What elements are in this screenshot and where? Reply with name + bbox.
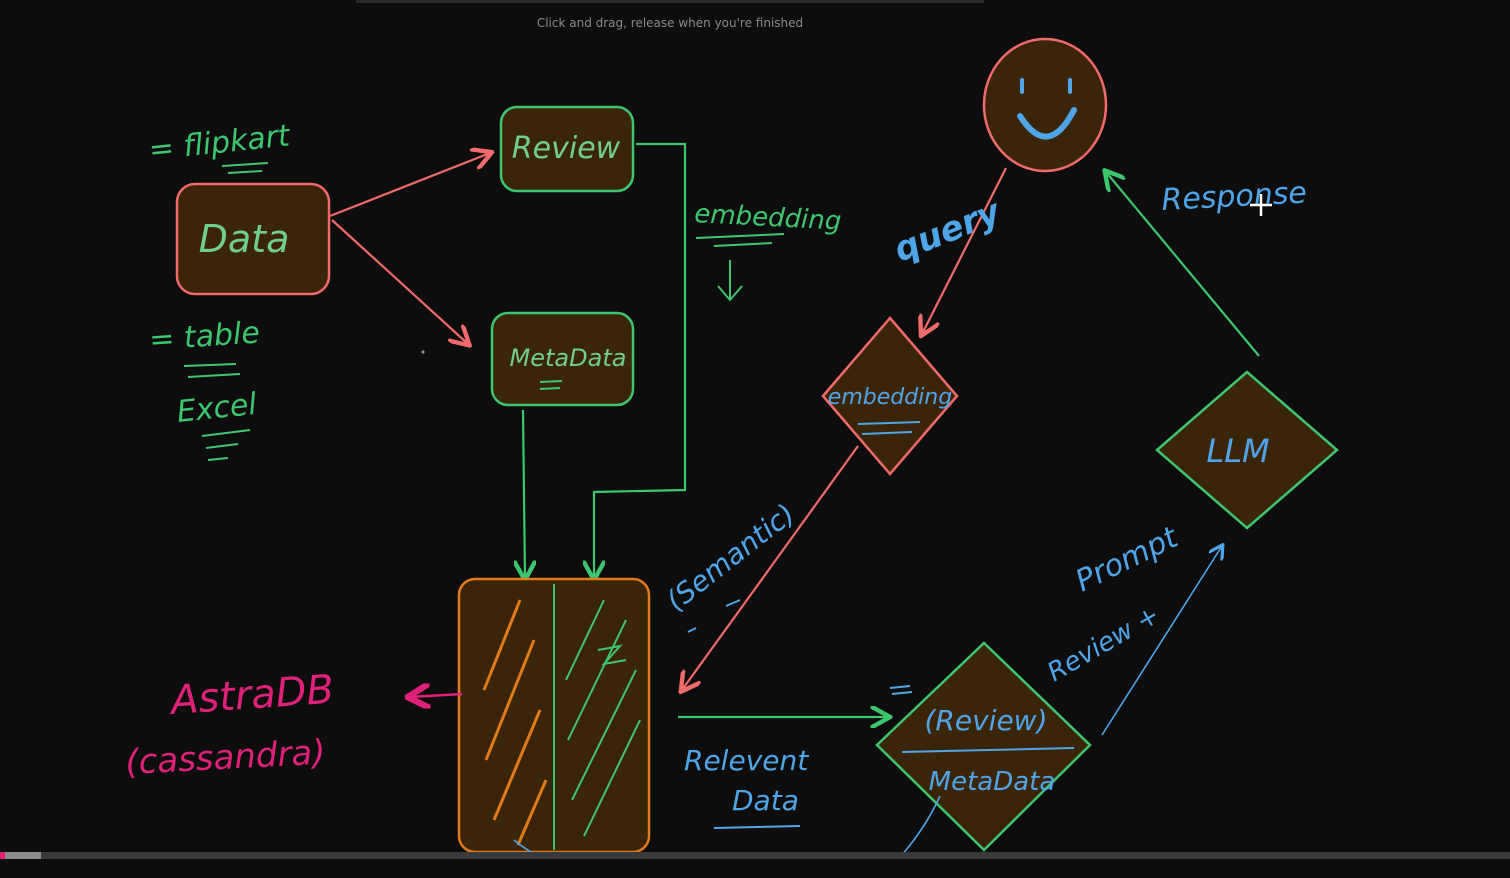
embedding-down-arrow: [717, 260, 743, 302]
review-plus-label: Review +: [1043, 600, 1165, 688]
review-node-label: Review: [512, 131, 621, 166]
table-underline: [183, 363, 241, 378]
arrow-embedding-to-db: [682, 445, 859, 690]
vector-db-left-hatching: [482, 599, 548, 846]
flipkart-note: = flipkart: [147, 118, 292, 168]
response-label: Response: [1161, 175, 1308, 218]
embedding-note-underline: [695, 233, 785, 247]
review-metadata-node[interactable]: (Review) MetaData: [875, 641, 1092, 852]
llm-node[interactable]: LLM: [1155, 370, 1339, 530]
astradb-label: AstraDB: [166, 667, 335, 724]
crosshair-cursor-icon: [1250, 194, 1272, 216]
arrow-db-to-astra: [410, 694, 463, 697]
embedding-node[interactable]: embedding: [821, 316, 959, 476]
vector-db-right-hatching: [565, 599, 641, 837]
vector-db-node[interactable]: [457, 577, 651, 854]
video-progress-fill: [0, 852, 41, 859]
review-metadata-bottom-label: MetaData: [929, 767, 1056, 797]
cassandra-label: (cassandra): [124, 733, 326, 783]
relevant-label-line1: Relevent: [684, 744, 809, 777]
connector-review-to-db: [594, 142, 687, 578]
excel-underline: [201, 429, 251, 461]
excel-note: Excel: [175, 387, 259, 430]
embedding-note: embedding: [694, 199, 842, 237]
stray-dot: [421, 350, 425, 354]
metadata-node[interactable]: MetaData: [490, 311, 635, 407]
table-note: = table: [148, 315, 261, 358]
arrow-llm-to-user: [1106, 172, 1260, 357]
data-node-label: Data: [199, 217, 290, 261]
video-progress-bar[interactable]: [0, 852, 1510, 859]
semantic-underline: [687, 599, 741, 633]
relevant-label-line2: Data: [732, 784, 799, 817]
arrow-review-meta-to-llm: [1101, 546, 1222, 736]
video-progress-marker[interactable]: [0, 852, 5, 859]
query-label: query: [888, 191, 1007, 270]
user-smiley-icon[interactable]: [982, 37, 1108, 173]
embedding-node-label: embedding: [828, 385, 952, 410]
arrow-data-to-metadata: [331, 219, 468, 344]
arrow-user-to-embedding: [922, 167, 1007, 334]
review-node[interactable]: Review: [499, 105, 635, 193]
connector-metadata-to-db: [523, 409, 525, 578]
metadata-node-label: MetaData: [510, 344, 627, 372]
data-node[interactable]: Data: [175, 182, 331, 296]
arrow-data-to-review: [329, 153, 490, 218]
prompt-label: Prompt: [1070, 519, 1184, 599]
top-toolbar-strip: [356, 0, 984, 3]
drag-hint: Click and drag, release when you're fini…: [536, 16, 804, 30]
semantic-label: (Semantic): [660, 497, 801, 617]
relevant-underline: [713, 825, 801, 829]
flipkart-underline: [221, 162, 269, 174]
review-metadata-top-label: (Review): [924, 704, 1047, 737]
llm-node-label: LLM: [1206, 432, 1269, 470]
video-controls-bar: [0, 859, 1510, 878]
